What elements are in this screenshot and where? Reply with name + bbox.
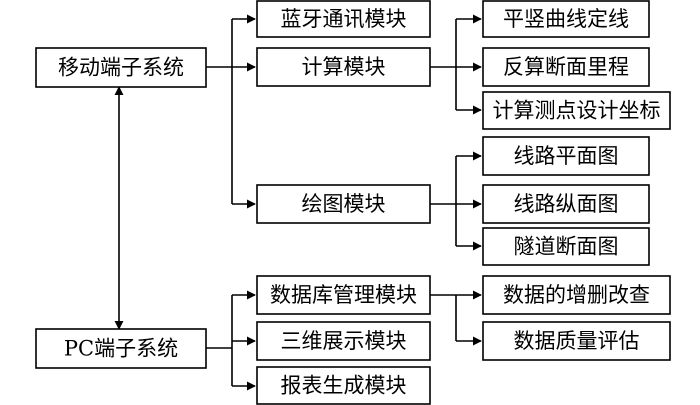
- db-quality-label: 数据质量评估: [514, 329, 640, 353]
- mobile-system-box: 移动端子系统: [35, 47, 207, 88]
- report-module-label: 报表生成模块: [281, 374, 407, 398]
- draw-profile-box: 线路纵面图: [482, 184, 650, 224]
- draw-plan-box: 线路平面图: [482, 136, 650, 176]
- connector-calc-trunk: [430, 19, 457, 110]
- bluetooth-module-label: 蓝牙通讯模块: [281, 7, 407, 31]
- connector-db-trunk: [430, 294, 457, 341]
- calc-reverse-label: 反算断面里程: [503, 55, 629, 79]
- calc-reverse-box: 反算断面里程: [482, 47, 650, 87]
- pc-system-label: PC端子系统: [64, 337, 178, 361]
- draw-tunnel-box: 隧道断面图: [482, 227, 650, 266]
- calc-module-label: 计算模块: [302, 55, 386, 79]
- connector-mobile-trunk: [206, 19, 233, 204]
- draw-module-box: 绘图模块: [256, 184, 431, 224]
- report-module-box: 报表生成模块: [256, 366, 431, 405]
- connectors: [114, 14, 482, 391]
- db-module-box: 数据库管理模块: [256, 275, 431, 315]
- draw-profile-label: 线路纵面图: [514, 192, 619, 216]
- db-quality-box: 数据质量评估: [482, 321, 671, 361]
- connector-draw-trunk: [430, 156, 457, 246]
- db-crud-label: 数据的增删改查: [503, 283, 650, 307]
- db-crud-box: 数据的增删改查: [482, 275, 671, 315]
- bluetooth-module-box: 蓝牙通讯模块: [256, 0, 431, 38]
- calc-curve-box: 平竖曲线定线: [482, 0, 650, 38]
- calc-coords-box: 计算测点设计坐标: [482, 91, 671, 130]
- draw-module-label: 绘图模块: [302, 192, 386, 216]
- connector-pc-trunk: [206, 295, 233, 386]
- db-module-label: 数据库管理模块: [270, 283, 417, 307]
- calc-module-box: 计算模块: [256, 47, 431, 87]
- calc-curve-label: 平竖曲线定线: [503, 7, 629, 31]
- pc-system-box: PC端子系统: [35, 328, 207, 369]
- draw-plan-label: 线路平面图: [514, 144, 619, 168]
- calc-coords-label: 计算测点设计坐标: [493, 99, 661, 123]
- viz-module-label: 三维展示模块: [281, 329, 407, 353]
- draw-tunnel-label: 隧道断面图: [514, 235, 619, 259]
- viz-module-box: 三维展示模块: [256, 321, 431, 361]
- mobile-system-label: 移动端子系统: [58, 56, 184, 80]
